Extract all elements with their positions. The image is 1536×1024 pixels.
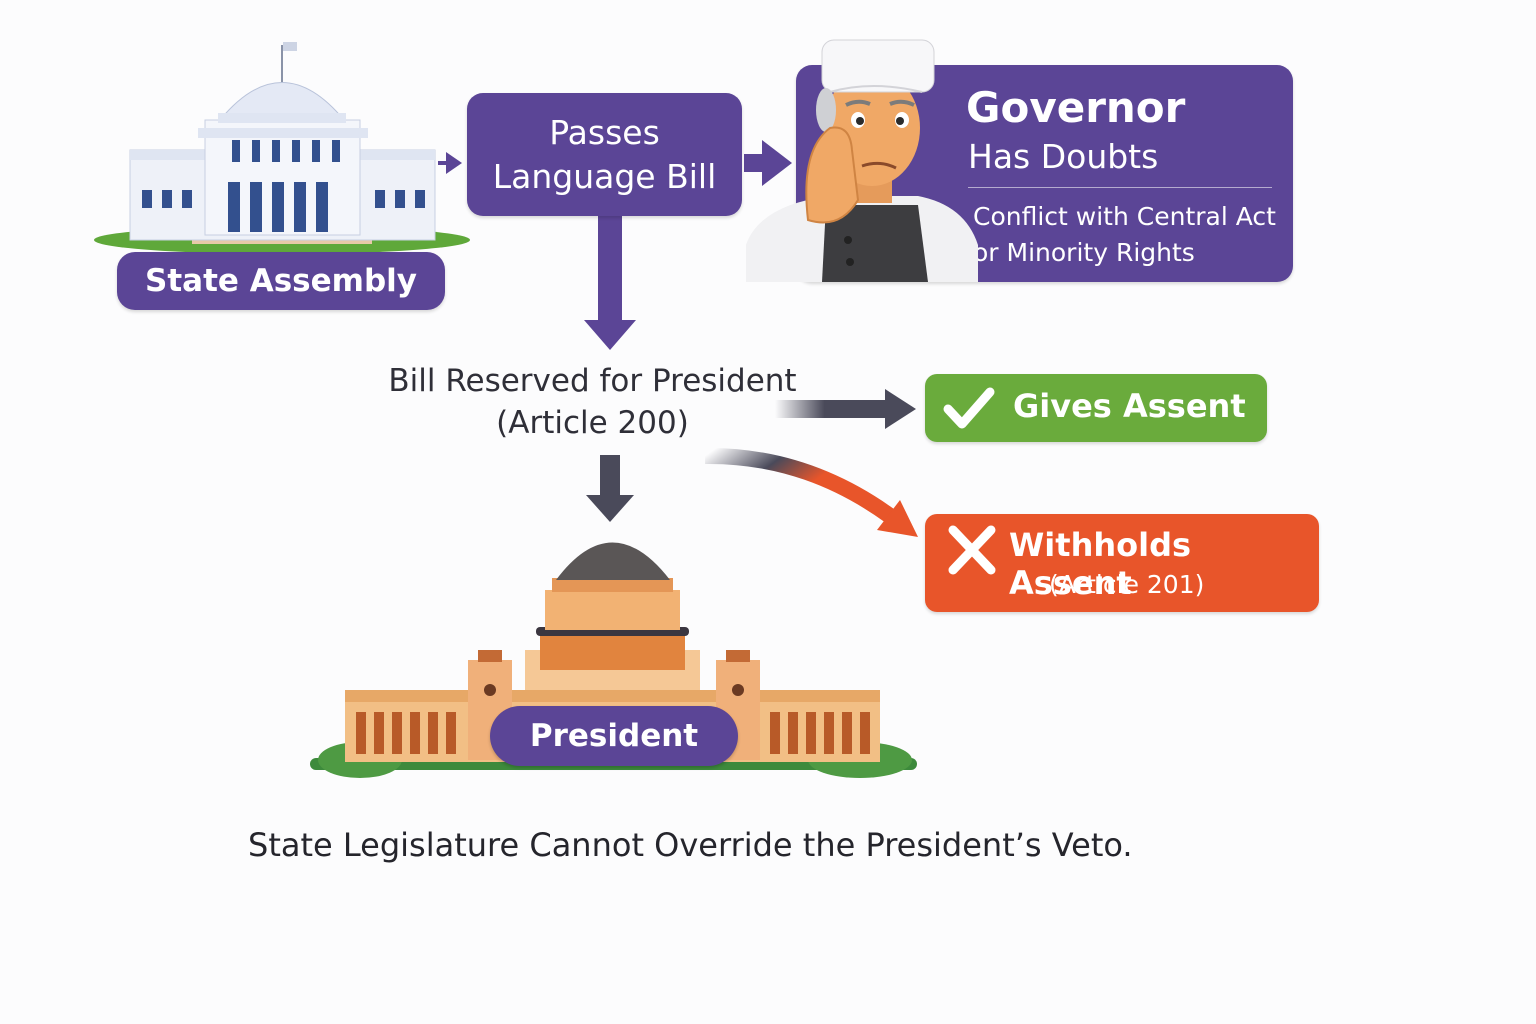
arrow-to-gives-assent [885,389,916,429]
state-assembly-text: State Assembly [145,263,417,299]
withholds-assent-box: Withholds Assent (Article 201) [925,514,1319,612]
bill-reserved-article: (Article 200) [496,405,689,441]
arrow-to-withholds-assent [877,500,918,537]
withholds-assent-label: Withholds Assent [1009,526,1192,602]
gives-assent-label: Gives Assent [1013,387,1246,425]
passes-bill-box: Passes Language Bill [467,93,742,216]
arrow-bill-to-governor [762,140,792,186]
arrow-reserved-to-president [586,495,634,522]
gives-assent-box: Gives Assent [925,374,1267,442]
footer-note: State Legislature Cannot Override the Pr… [248,826,1133,864]
governor-desc-line2: or Minority Rights [973,238,1195,267]
governor-description: Conflict with Central Act or Minority Ri… [973,199,1293,271]
governor-divider [968,187,1272,188]
passes-bill-line1: Passes [549,112,660,152]
governor-desc-line1: Conflict with Central Act [973,202,1276,231]
governor-title: Governor [966,83,1186,132]
bill-reserved-line1: Bill Reserved for President [388,363,797,399]
bill-reserved-text: Bill Reserved for President (Article 200… [350,360,835,444]
arrow-assembly-to-bill [446,152,462,174]
passes-bill-line2: Language Bill [492,156,717,196]
president-label: President [490,706,738,766]
president-text: President [529,718,699,754]
state-assembly-label: State Assembly [117,252,445,310]
state-assembly-illustration [94,42,470,254]
withholds-assent-article: (Article 201) [1049,570,1205,599]
governor-subtitle: Has Doubts [968,137,1159,176]
flow-arrows [438,140,918,537]
arrow-bill-to-reserved [584,320,636,350]
governor-box: Governor Has Doubts Conflict with Centra… [796,65,1293,282]
